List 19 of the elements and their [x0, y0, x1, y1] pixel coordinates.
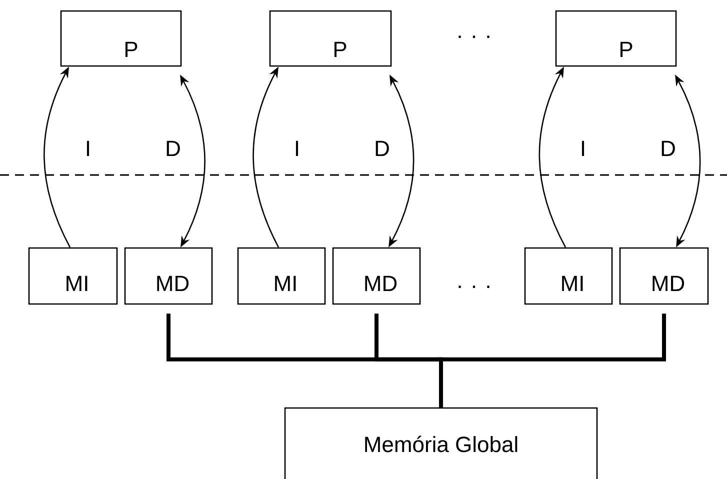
memory-box: MI	[524, 247, 613, 305]
edge-label: I	[84, 140, 92, 157]
edge-label: I	[578, 140, 588, 157]
ellipsis: . . .	[458, 286, 490, 288]
memory-box: MD	[332, 247, 421, 305]
processor-box: P	[269, 10, 392, 67]
processor-box: P	[60, 10, 182, 67]
memory-box: MI	[237, 247, 326, 305]
edge-label: D	[164, 140, 182, 157]
ellipsis: . . .	[458, 36, 490, 38]
memory-box: MD	[124, 247, 213, 305]
edge-label: D	[373, 140, 391, 157]
memory-box: MD	[619, 247, 709, 305]
processor-box: P	[555, 10, 677, 67]
bus-line	[439, 314, 666, 408]
memory-box: Memória Global	[284, 407, 598, 479]
edge-label: D	[659, 140, 677, 157]
memory-box: MI	[28, 247, 118, 305]
edge-label: I	[292, 140, 302, 157]
